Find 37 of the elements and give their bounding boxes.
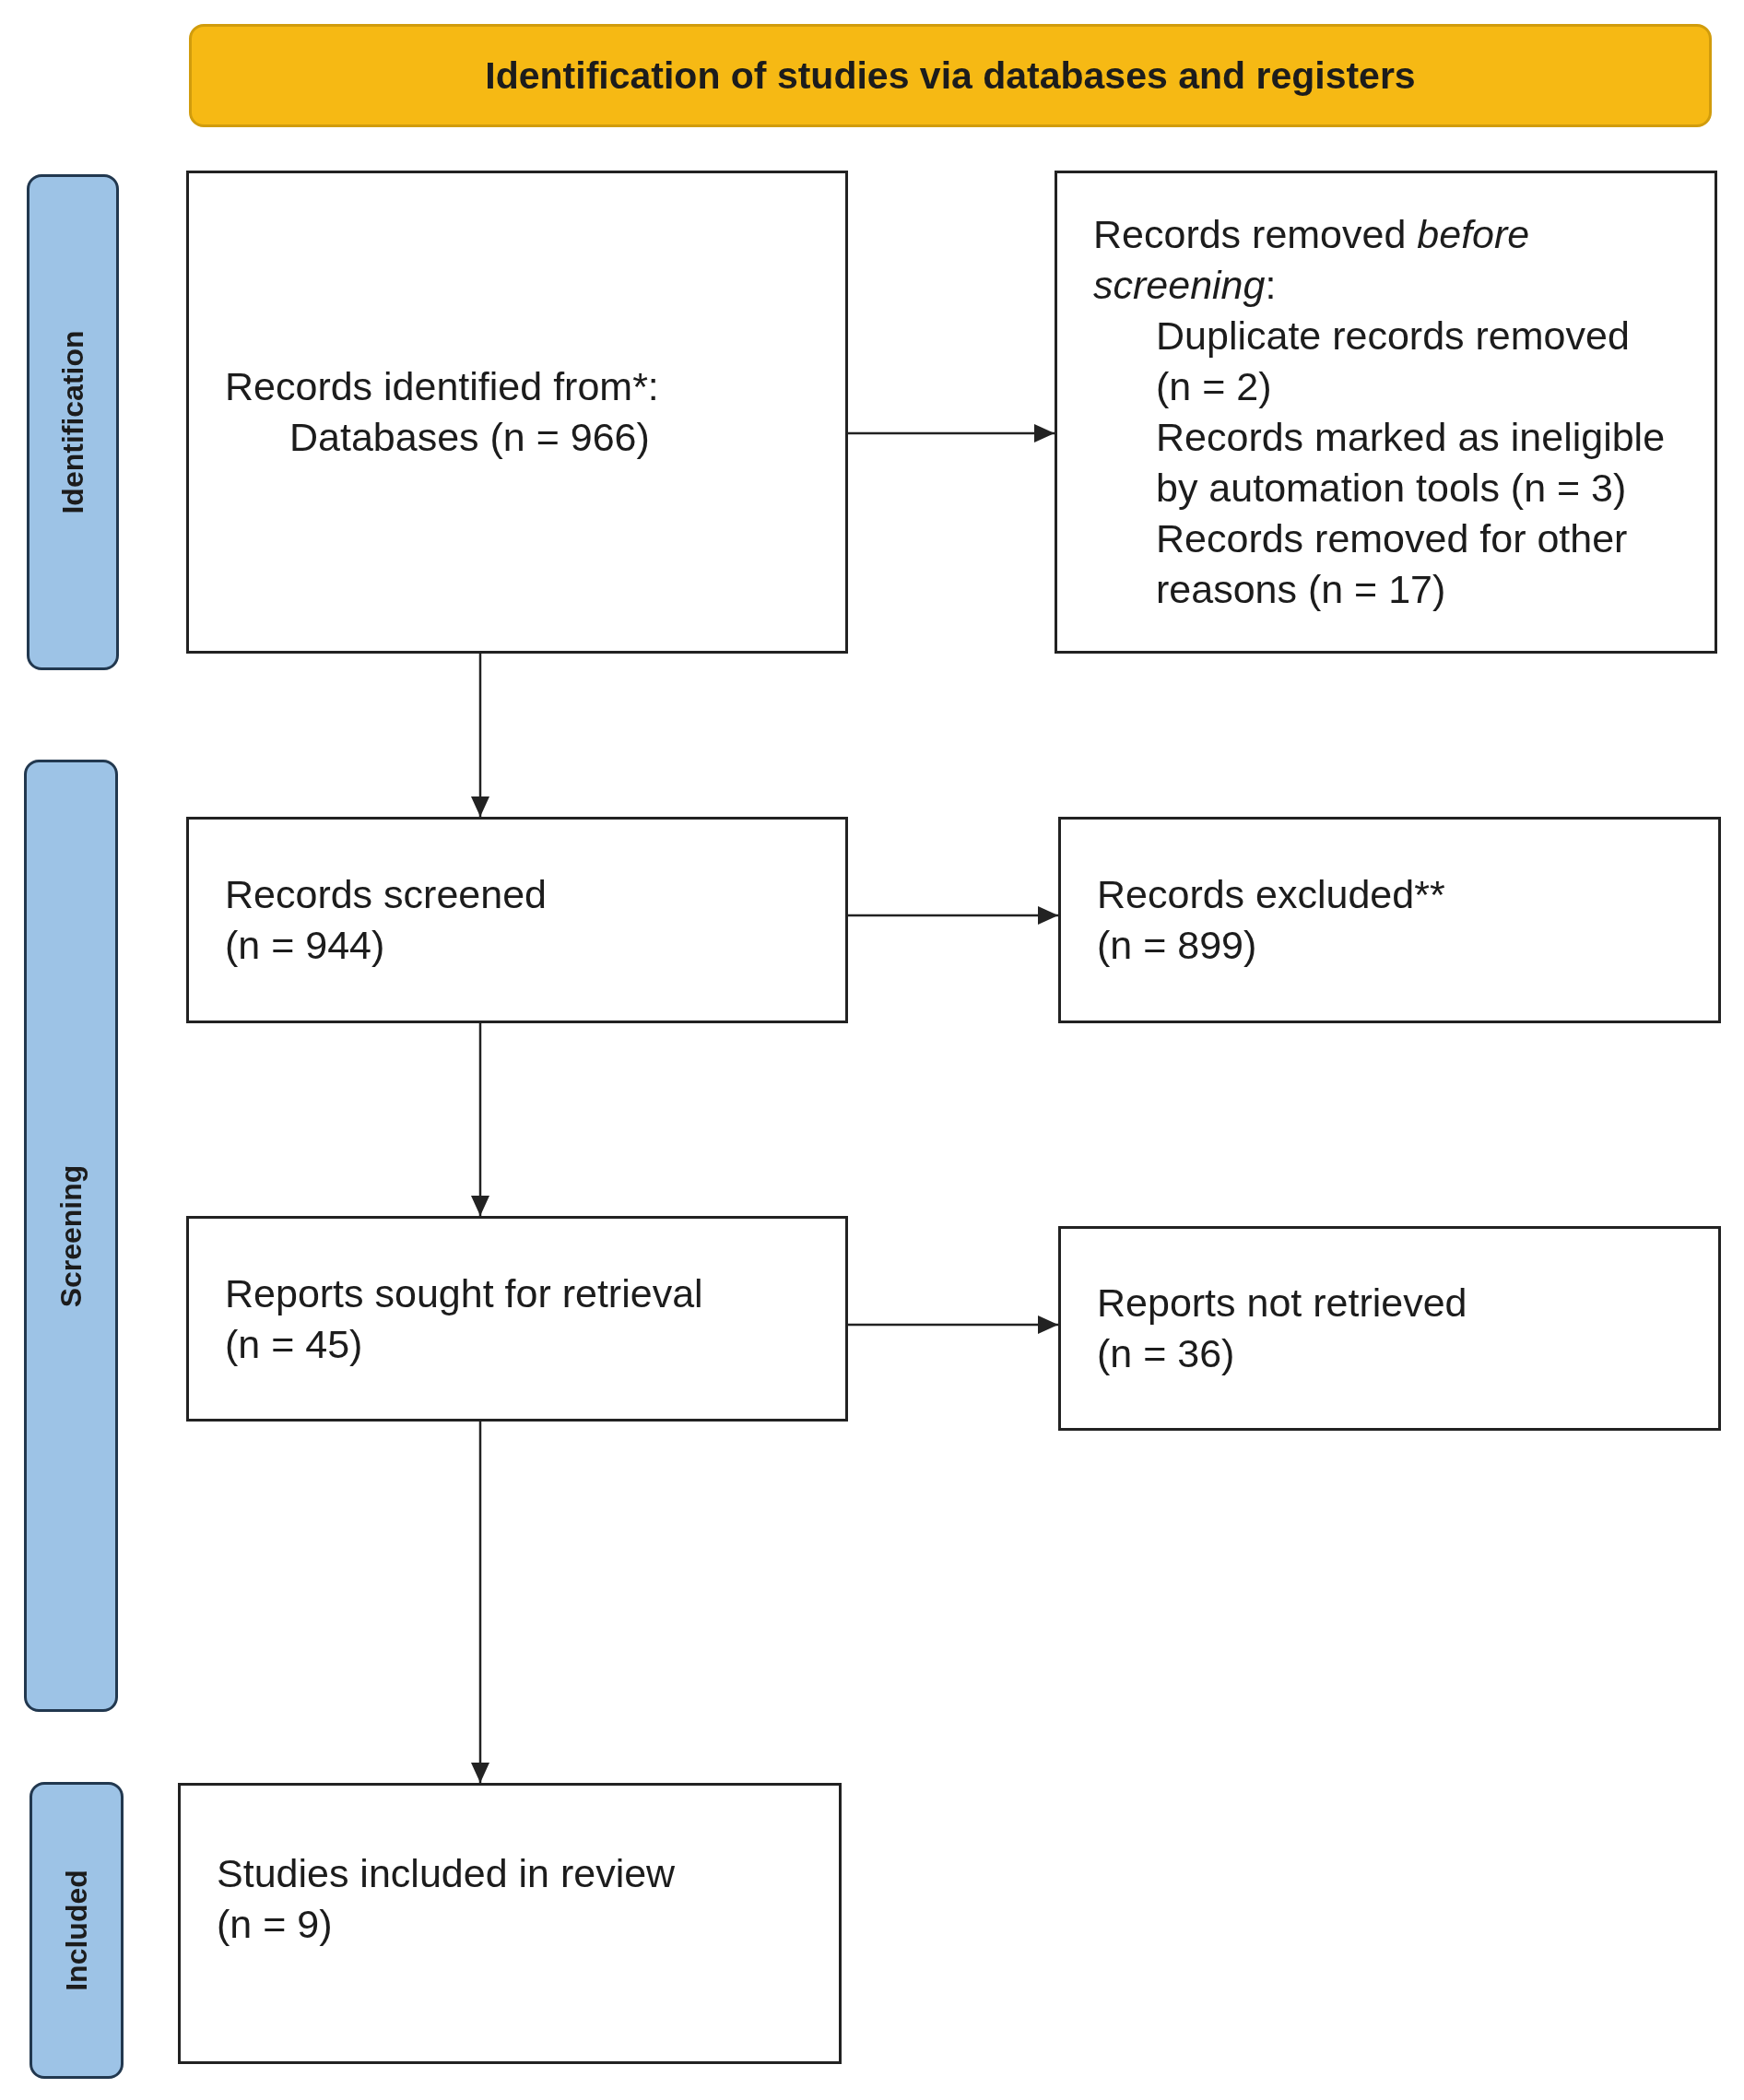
- box-text: Records screened: [225, 871, 548, 918]
- header-banner: [189, 24, 1712, 127]
- arrow: [471, 1422, 489, 1783]
- process-box: [186, 1216, 848, 1422]
- arrow: [471, 1023, 489, 1216]
- box-text: Records removed for other reasons (n = 17): [1156, 515, 1629, 613]
- process-box: [1055, 171, 1717, 654]
- stage-label: Identification: [55, 330, 90, 514]
- stage-label: Included: [59, 1870, 94, 1991]
- box-text: (n = 36): [1097, 1330, 1236, 1377]
- box-text: Records excluded**: [1097, 871, 1446, 918]
- banner-title: Identification of studies via databases and registers: [485, 53, 1416, 98]
- box-text: Records identified from*:: [225, 363, 660, 410]
- stage-band: [29, 1782, 124, 2079]
- arrow: [471, 654, 489, 817]
- stage-band: [24, 760, 118, 1712]
- box-text: (n = 45): [225, 1320, 364, 1368]
- box-text: (n = 944): [225, 922, 386, 969]
- stage-band: [27, 174, 119, 670]
- process-box: [1058, 817, 1721, 1023]
- stage-label: Screening: [53, 1164, 88, 1307]
- arrow: [848, 424, 1055, 442]
- box-text: Reports not retrieved: [1097, 1280, 1468, 1327]
- arrow: [848, 906, 1058, 925]
- box-text: Databases (n = 966): [289, 414, 651, 461]
- box-text: Records marked as ineligible by automation tools (n = 3): [1156, 414, 1667, 512]
- box-text: Studies included in review: [217, 1850, 677, 1897]
- box-text: (n = 899): [1097, 922, 1258, 969]
- process-box: [186, 817, 848, 1023]
- process-box: [186, 171, 848, 654]
- process-box: [1058, 1226, 1721, 1431]
- process-box: [178, 1783, 842, 2064]
- box-text: Duplicate records removed (n = 2): [1156, 313, 1631, 410]
- box-text: Records removed before screening:: [1093, 211, 1531, 309]
- arrow: [848, 1315, 1058, 1334]
- box-text: (n = 9): [217, 1901, 334, 1948]
- box-text: Reports sought for retrieval: [225, 1269, 704, 1317]
